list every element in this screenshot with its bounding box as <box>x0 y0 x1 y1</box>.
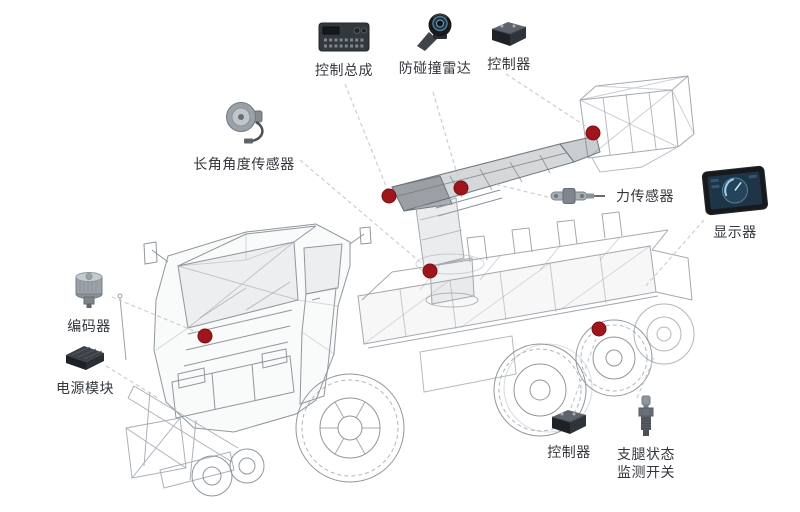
annotation-force-sensor: 力传感器 <box>548 184 674 208</box>
annotation-display: 显示器 <box>698 165 772 241</box>
angle-sensor-icon <box>226 102 264 144</box>
connector-outrigger-switch <box>636 357 655 399</box>
annotation-label: 力传感器 <box>616 187 674 204</box>
location-marker <box>422 263 438 279</box>
platform-basket <box>579 75 695 173</box>
front-outrigger <box>125 385 239 489</box>
turret <box>415 197 485 308</box>
wheels <box>191 303 695 497</box>
annotation-control-assembly: 控制总成 <box>310 20 378 79</box>
anti-collision-radar-icon <box>417 13 452 51</box>
cab <box>117 223 372 433</box>
annotation-label: 长角角度传感器 <box>193 156 295 172</box>
connector-controller-top <box>505 73 591 130</box>
connector-display <box>643 219 705 289</box>
annotation-anti-collision-radar: 防碰撞雷达 <box>397 10 473 77</box>
annotation-label: 控制器 <box>547 444 591 460</box>
annotation-label: 电源模块 <box>56 380 114 396</box>
connector-controller-bottom <box>570 335 598 409</box>
annotation-label: 控制器 <box>487 56 531 72</box>
connector-lines <box>105 73 705 409</box>
annotation-controller-bottom: 控制器 <box>534 406 604 461</box>
controller-icon <box>491 22 527 46</box>
location-marker <box>591 321 607 337</box>
encoder-icon <box>75 272 103 308</box>
location-marker <box>197 328 213 344</box>
power-module-icon <box>66 346 104 370</box>
annotation-controller-top: 控制器 <box>480 18 538 73</box>
annotation-label: 控制总成 <box>315 62 373 78</box>
connector-radar <box>432 91 461 185</box>
location-marker <box>453 180 469 196</box>
annotation-encoder: 编码器 <box>58 270 120 335</box>
display-icon <box>701 165 769 216</box>
flatbed <box>357 211 693 393</box>
annotation-outrigger-switch: 支腿状态 监测开关 <box>600 394 692 481</box>
boom-arm <box>391 135 601 217</box>
outrigger-switch-icon <box>638 395 654 436</box>
connector-force-sensor <box>493 183 549 198</box>
annotation-label: 防碰撞雷达 <box>398 60 472 76</box>
location-marker <box>381 188 397 204</box>
connector-control-assembly <box>344 83 389 192</box>
connector-power-module <box>105 365 159 399</box>
annotation-label: 显示器 <box>713 224 757 240</box>
location-marker <box>585 125 601 141</box>
location-markers <box>197 125 607 344</box>
annotation-power-module: 电源模块 <box>50 342 120 397</box>
truck-wireframe <box>117 75 695 497</box>
annotation-angle-sensor: 长角角度传感器 <box>188 100 300 173</box>
connector-encoder <box>111 296 200 334</box>
annotation-label: 支腿状态 监测开关 <box>617 446 675 481</box>
annotation-label: 编码器 <box>67 318 111 334</box>
controller-icon <box>551 410 587 434</box>
force-sensor-icon <box>550 188 605 204</box>
control-assembly-icon <box>318 22 370 52</box>
